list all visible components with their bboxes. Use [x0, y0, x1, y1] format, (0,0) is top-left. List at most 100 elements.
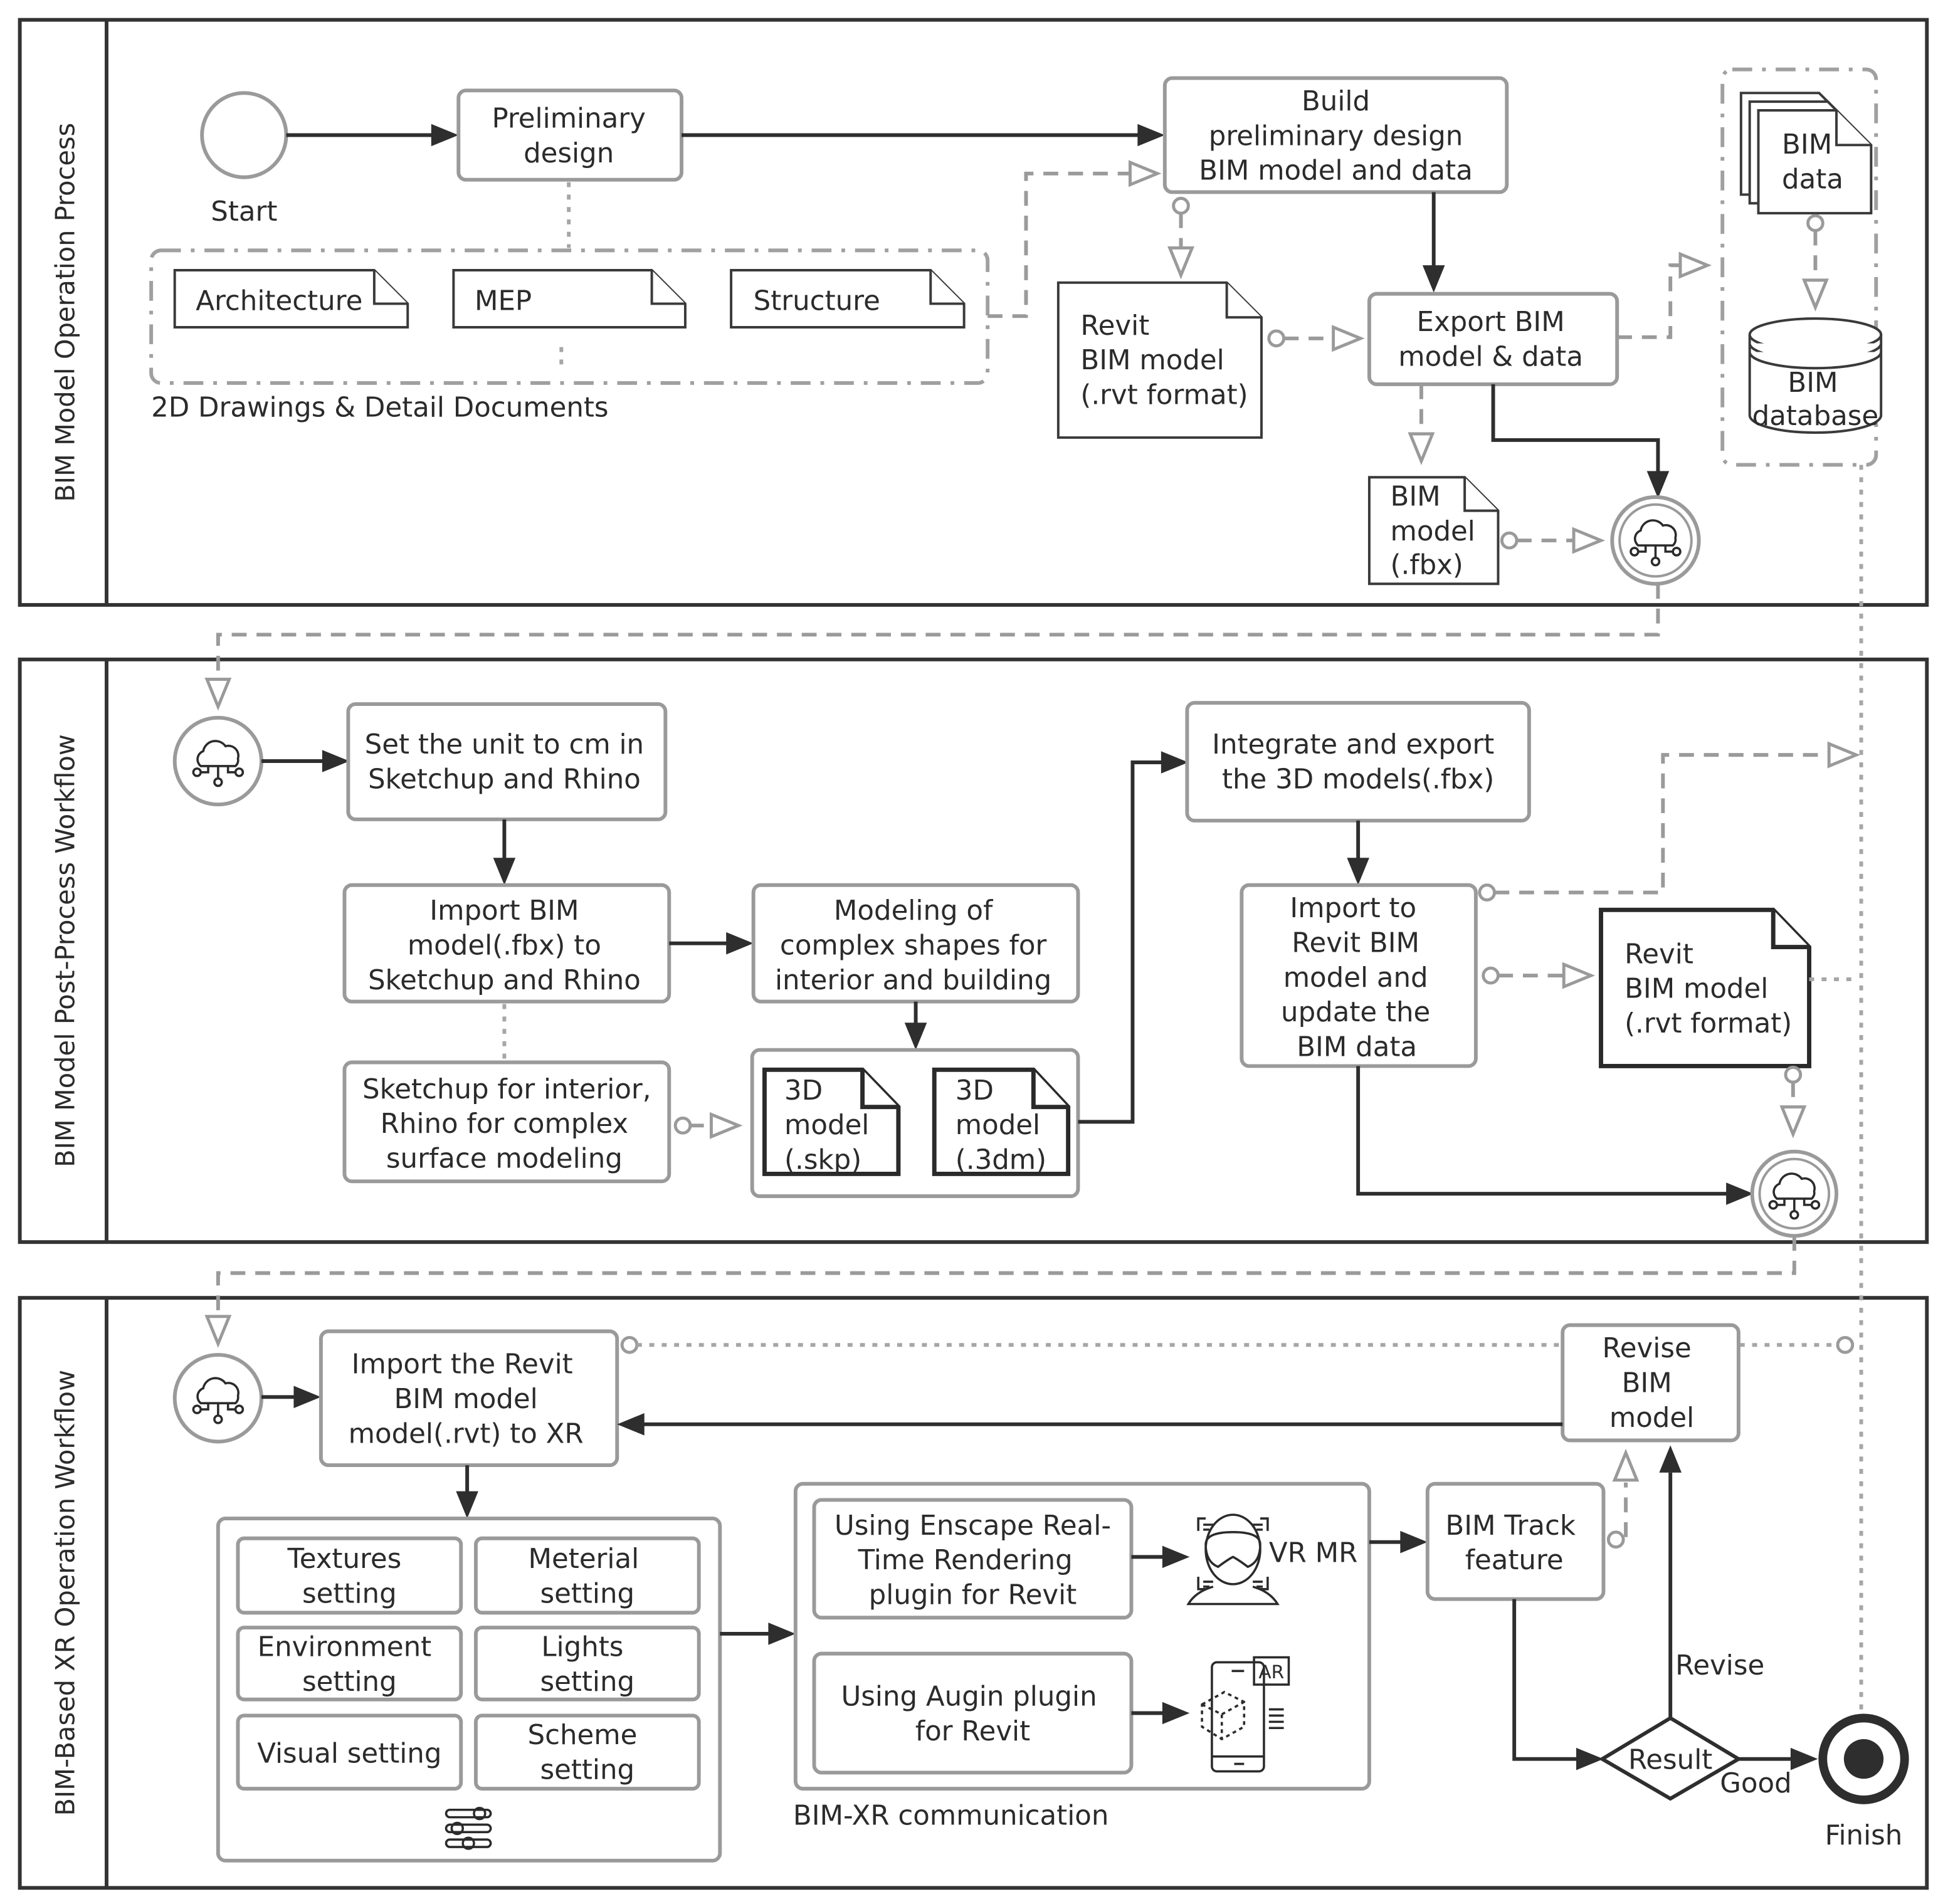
doc-architecture[interactable]: Architecture [173, 269, 409, 329]
start-event[interactable] [200, 91, 288, 179]
arrow-head [1422, 265, 1445, 293]
vr-headset-icon [1186, 1513, 1280, 1606]
open-arrow-head [1678, 251, 1712, 279]
arrow-head [1790, 1747, 1818, 1770]
vr-mr-label: VR MR [1269, 1537, 1357, 1569]
arrow-head [1400, 1530, 1428, 1554]
end-event-finish[interactable] [1818, 1713, 1909, 1804]
ar-phone-icon: AR [1201, 1656, 1290, 1773]
cloud-event-lane1[interactable] [1610, 495, 1701, 586]
arrow-head [1347, 858, 1369, 885]
doc-structure[interactable]: Structure [730, 269, 966, 329]
finish-label: Finish [1825, 1820, 1903, 1851]
open-arrow-head [1827, 741, 1861, 769]
doc-mep[interactable]: MEP [452, 269, 687, 329]
open-arrow-head [1779, 1105, 1807, 1139]
gateway-result[interactable]: Result [1598, 1715, 1742, 1801]
doc-label: MEP [475, 285, 532, 317]
lane-title: BIM-Based XR Operation Workflow [50, 1370, 81, 1816]
group-2d-drawings: 2D Drawings & Detail Documents [149, 248, 990, 423]
ar-label: AR [1258, 1661, 1284, 1683]
arrow-head [1161, 751, 1189, 774]
arrow-head [1137, 124, 1165, 147]
cloud-event-lane2-end[interactable] [1750, 1149, 1838, 1238]
arrow-head [617, 1413, 645, 1436]
open-arrow-head [709, 1112, 743, 1139]
cloud-event-lane3[interactable] [172, 1353, 263, 1444]
open-arrow-head [1612, 1448, 1640, 1482]
group-bim-xr-communication: BIM-XR communication Using Enscape Real-… [793, 1481, 1371, 1831]
start-label: Start [211, 196, 277, 228]
good-label: Good [1720, 1768, 1791, 1799]
doc-label: Structure [754, 285, 880, 317]
arrow-head [1576, 1747, 1604, 1770]
group-label: BIM-XR communication [793, 1800, 1109, 1831]
revise-label: Revise [1675, 1650, 1764, 1681]
lane-title: BIM Model Operation Process [50, 123, 81, 502]
sliders-icon [445, 1806, 492, 1850]
arrow-head [1659, 1445, 1682, 1473]
cloud-event-lane2[interactable] [172, 715, 263, 807]
open-arrow-head [204, 1315, 232, 1348]
doc-label: Architecture [196, 285, 362, 317]
gateway-label: Result [1628, 1744, 1712, 1775]
cloud-network-icon [1630, 519, 1682, 567]
cloud-network-icon [1768, 1172, 1821, 1220]
arrow-head [456, 1491, 478, 1519]
setting-visual[interactable]: Visual setting [236, 1713, 463, 1791]
open-arrow-head [1332, 325, 1365, 352]
group-label: 2D Drawings & Detail Documents [151, 392, 608, 423]
setting-label: Visual setting [257, 1738, 441, 1770]
open-arrow-head [1167, 246, 1194, 280]
arrow-head [768, 1623, 796, 1645]
